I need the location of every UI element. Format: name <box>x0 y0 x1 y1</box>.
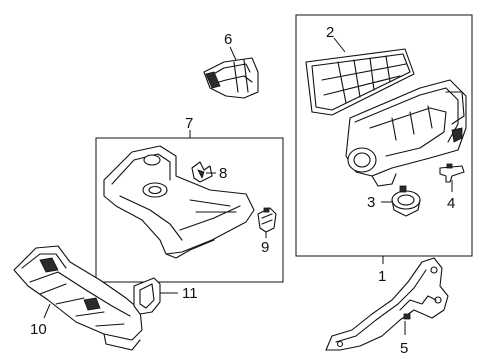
callout-4: 4 <box>447 195 455 212</box>
callout-8: 8 <box>219 165 227 182</box>
leader-line-6 <box>229 46 237 61</box>
callout-5: 5 <box>400 340 408 357</box>
callout-3: 3 <box>367 194 375 211</box>
engine-cover-part <box>103 145 255 259</box>
cowl-panel-part <box>13 245 143 351</box>
bracket-part <box>325 257 449 351</box>
clip-small-part <box>191 161 216 183</box>
callout-2: 2 <box>326 24 334 41</box>
air-cleaner-frame <box>295 14 473 257</box>
callout-1: 1 <box>378 268 386 285</box>
engine-cover-frame <box>95 137 284 283</box>
filter-element-part <box>305 37 415 116</box>
clamp-part <box>381 185 421 217</box>
callout-10: 10 <box>30 321 47 338</box>
air-cleaner-housing-part <box>345 79 467 187</box>
air-cleaner-group <box>295 14 473 264</box>
seal-part <box>133 277 178 315</box>
retainer-part <box>257 207 277 238</box>
duct-part <box>203 46 259 99</box>
callout-6: 6 <box>224 31 232 48</box>
callout-7: 7 <box>185 115 193 132</box>
leader-line-2 <box>333 37 346 53</box>
engine-cover-group <box>95 130 284 283</box>
callout-11: 11 <box>182 285 198 302</box>
callout-9: 9 <box>261 239 269 256</box>
clip-part <box>439 163 465 192</box>
leader-line-10 <box>43 303 51 319</box>
